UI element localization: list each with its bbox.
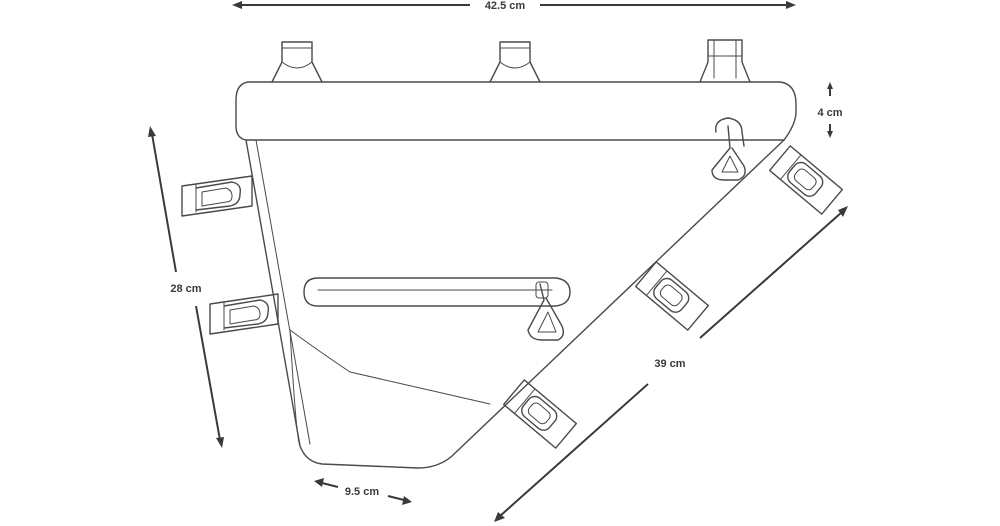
bag-main-panel <box>245 139 785 469</box>
dimension-diagonal-line-top <box>699 211 843 339</box>
top-strap-3 <box>699 39 751 83</box>
dimension-depth-arrow-bottom <box>827 131 833 138</box>
dimension-height-label: 28 cm <box>170 283 201 295</box>
dimension-bottom-arrow-right <box>402 496 412 505</box>
bag-body <box>235 81 797 469</box>
dimension-width-arrow-right <box>786 1 796 9</box>
dimension-diagonal-arrow-top <box>838 206 848 217</box>
left-strap-1 <box>181 175 253 217</box>
dimension-depth-label: 4 cm <box>817 107 842 119</box>
top-strap-2 <box>489 41 541 83</box>
bag-side-seam <box>289 329 491 405</box>
dimension-width-arrow-left <box>232 1 242 9</box>
dimension-depth: 4 cm <box>817 82 843 138</box>
top-zipper-pull-icon <box>711 117 746 181</box>
dimension-diagonal-label: 39 cm <box>654 358 685 370</box>
diagonal-strap-2 <box>634 261 710 331</box>
zipper-pull-icon <box>527 283 565 341</box>
dimension-bottom-line-left <box>321 482 339 488</box>
dimension-height-arrow-top <box>148 126 156 137</box>
dimension-diagonal: 39 cm <box>494 206 848 522</box>
dimension-width-label-bg <box>470 0 540 12</box>
dimension-bottom-arrow-left <box>314 478 324 487</box>
dimension-bottom-label: 9.5 cm <box>345 486 379 498</box>
top-strap-1 <box>271 41 323 83</box>
dimension-depth-arrow-top <box>827 82 833 89</box>
left-strap-2 <box>209 293 279 335</box>
dimension-height-line-bottom <box>195 305 221 441</box>
bag-top-panel <box>235 81 797 141</box>
dimension-width: 42.5 cm <box>232 0 796 12</box>
dimension-bottom: 9.5 cm <box>314 478 412 505</box>
diagonal-strap-3 <box>502 379 578 449</box>
dimension-diagonal-arrow-bottom <box>494 512 505 522</box>
diagonal-strap-1 <box>768 145 844 215</box>
dimension-width-label: 42.5 cm <box>485 0 526 12</box>
dimension-height-arrow-bottom <box>216 437 224 448</box>
dimension-height-line-top <box>151 133 177 273</box>
zipper-pocket <box>303 277 571 341</box>
dimension-bottom-line-right <box>387 495 405 501</box>
dimension-diagonal-line-bottom <box>499 383 649 517</box>
dimension-height: 28 cm <box>148 126 224 448</box>
